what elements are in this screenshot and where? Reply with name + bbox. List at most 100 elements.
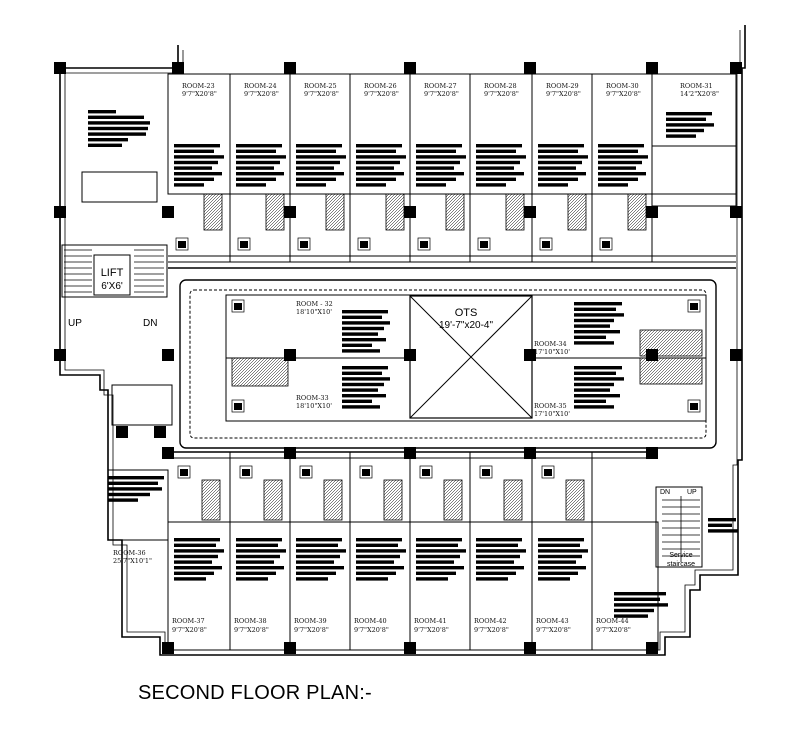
furniture-schedule-block [342, 366, 390, 409]
room-size-label: 9'7"X20'8" [596, 626, 631, 634]
structural-column [646, 447, 658, 459]
furniture-schedule-block [476, 144, 526, 187]
corridor-outer [179, 279, 717, 449]
plan-title: SECOND FLOOR PLAN:- [138, 682, 372, 704]
room-name-label: ROOM-30 [606, 82, 639, 90]
furniture-schedule-block [598, 144, 648, 187]
furniture-schedule-block [416, 538, 466, 581]
furniture-schedule-block [342, 310, 390, 353]
furniture-schedule-block [538, 144, 588, 187]
furniture-schedule-block [666, 112, 714, 138]
room-name-label: ROOM-33 [296, 394, 329, 402]
furniture-schedule-block [108, 476, 164, 502]
bathroom-fixture [357, 237, 371, 251]
inner-wall-outline [64, 30, 741, 651]
bathroom-fixture [687, 299, 701, 313]
room-size-label: 18'10"X10' [296, 402, 332, 410]
bathroom-fixture [177, 465, 191, 479]
room-size-label: 9'7"X20'8" [424, 90, 459, 98]
bathroom-fixture [541, 465, 555, 479]
room-name-label: ROOM - 32 [296, 300, 333, 308]
furniture-schedule-block [614, 592, 668, 618]
room-size-label: 14'2"X20'8" [680, 90, 719, 98]
structural-column [284, 447, 296, 459]
room-size-label: 18'10"X10' [296, 308, 332, 316]
room-name-label: ROOM-34 [534, 340, 567, 348]
structural-column [54, 206, 66, 218]
furniture-schedule-block [708, 518, 738, 533]
lift-label: LIFT [101, 267, 124, 279]
room-size-label: 9'7"X20'8" [546, 90, 581, 98]
room-size-label: 9'7"X20'8" [536, 626, 571, 634]
structural-column [404, 206, 416, 218]
service-stair-label: Service [669, 552, 692, 559]
structural-column [646, 349, 658, 361]
structural-column [524, 642, 536, 654]
hatched-wet-wall [231, 357, 289, 387]
bathroom-fixture [599, 237, 613, 251]
furniture-schedule-block [574, 302, 624, 345]
hatched-wet-wall [201, 479, 221, 521]
service-stair-dn-label: DN [660, 489, 670, 496]
hatched-wet-wall [567, 193, 587, 231]
hatched-wet-wall [445, 193, 465, 231]
stair-dn-label: DN [143, 318, 157, 329]
room-size-label: 9'7"X20'8" [234, 626, 269, 634]
room-size-label: 9'7"X20'8" [606, 90, 641, 98]
room-size-label: 9'7"X20'8" [354, 626, 389, 634]
room-size-label: 9'7"X20'8" [182, 90, 217, 98]
room-name-label: ROOM-36 [113, 549, 146, 557]
corridor-inner [189, 289, 707, 439]
structural-column [404, 642, 416, 654]
service-shaft-right [651, 145, 737, 207]
service-stair-zone [655, 486, 703, 568]
room-name-label: ROOM-28 [484, 82, 517, 90]
structural-column [54, 62, 66, 74]
room-name-label: ROOM-40 [354, 617, 387, 625]
bathroom-fixture [477, 237, 491, 251]
furniture-schedule-block [88, 110, 150, 147]
room-name-label: ROOM-44 [596, 617, 629, 625]
room-name-label: ROOM-27 [424, 82, 457, 90]
room-name-label: ROOM-23 [182, 82, 215, 90]
furniture-schedule-block [476, 538, 526, 581]
hatched-wet-wall [639, 329, 703, 357]
room-size-label: 9'7"X20'8" [414, 626, 449, 634]
room-name-label: ROOM-38 [234, 617, 267, 625]
room-name-label: ROOM-41 [414, 617, 447, 625]
furniture-schedule-block [236, 144, 286, 187]
structural-column [646, 62, 658, 74]
room-name-label: ROOM-25 [304, 82, 337, 90]
room-size-label: 25'7"X10'1" [113, 557, 152, 565]
structural-column [404, 447, 416, 459]
lift-stair-zone [61, 244, 168, 298]
structural-column [730, 62, 742, 74]
hatched-wet-wall [383, 479, 403, 521]
structural-column [404, 62, 416, 74]
bathroom-fixture [359, 465, 373, 479]
furniture-schedule-block [174, 144, 224, 187]
room-36-box [107, 469, 169, 541]
room-name-label: ROOM-43 [536, 617, 569, 625]
structural-column [162, 349, 174, 361]
structural-column [524, 62, 536, 74]
room-size-label: 9'7"X20'8" [304, 90, 339, 98]
room-size-label: 9'7"X20'8" [244, 90, 279, 98]
furniture-schedule-block [356, 144, 406, 187]
hatched-wet-wall [263, 479, 283, 521]
structural-column [730, 206, 742, 218]
room-name-label: ROOM-37 [172, 617, 205, 625]
hatched-wet-wall [443, 479, 463, 521]
structural-column [154, 426, 166, 438]
service-stair-label: staircase [667, 561, 695, 568]
structural-column [524, 206, 536, 218]
structural-column [284, 206, 296, 218]
furniture-schedule-block [174, 538, 224, 581]
room-name-label: ROOM-29 [546, 82, 579, 90]
hatched-wet-wall [505, 193, 525, 231]
bathroom-fixture [231, 299, 245, 313]
hatched-wet-wall [385, 193, 405, 231]
hatched-wet-wall [265, 193, 285, 231]
bathroom-fixture [539, 237, 553, 251]
